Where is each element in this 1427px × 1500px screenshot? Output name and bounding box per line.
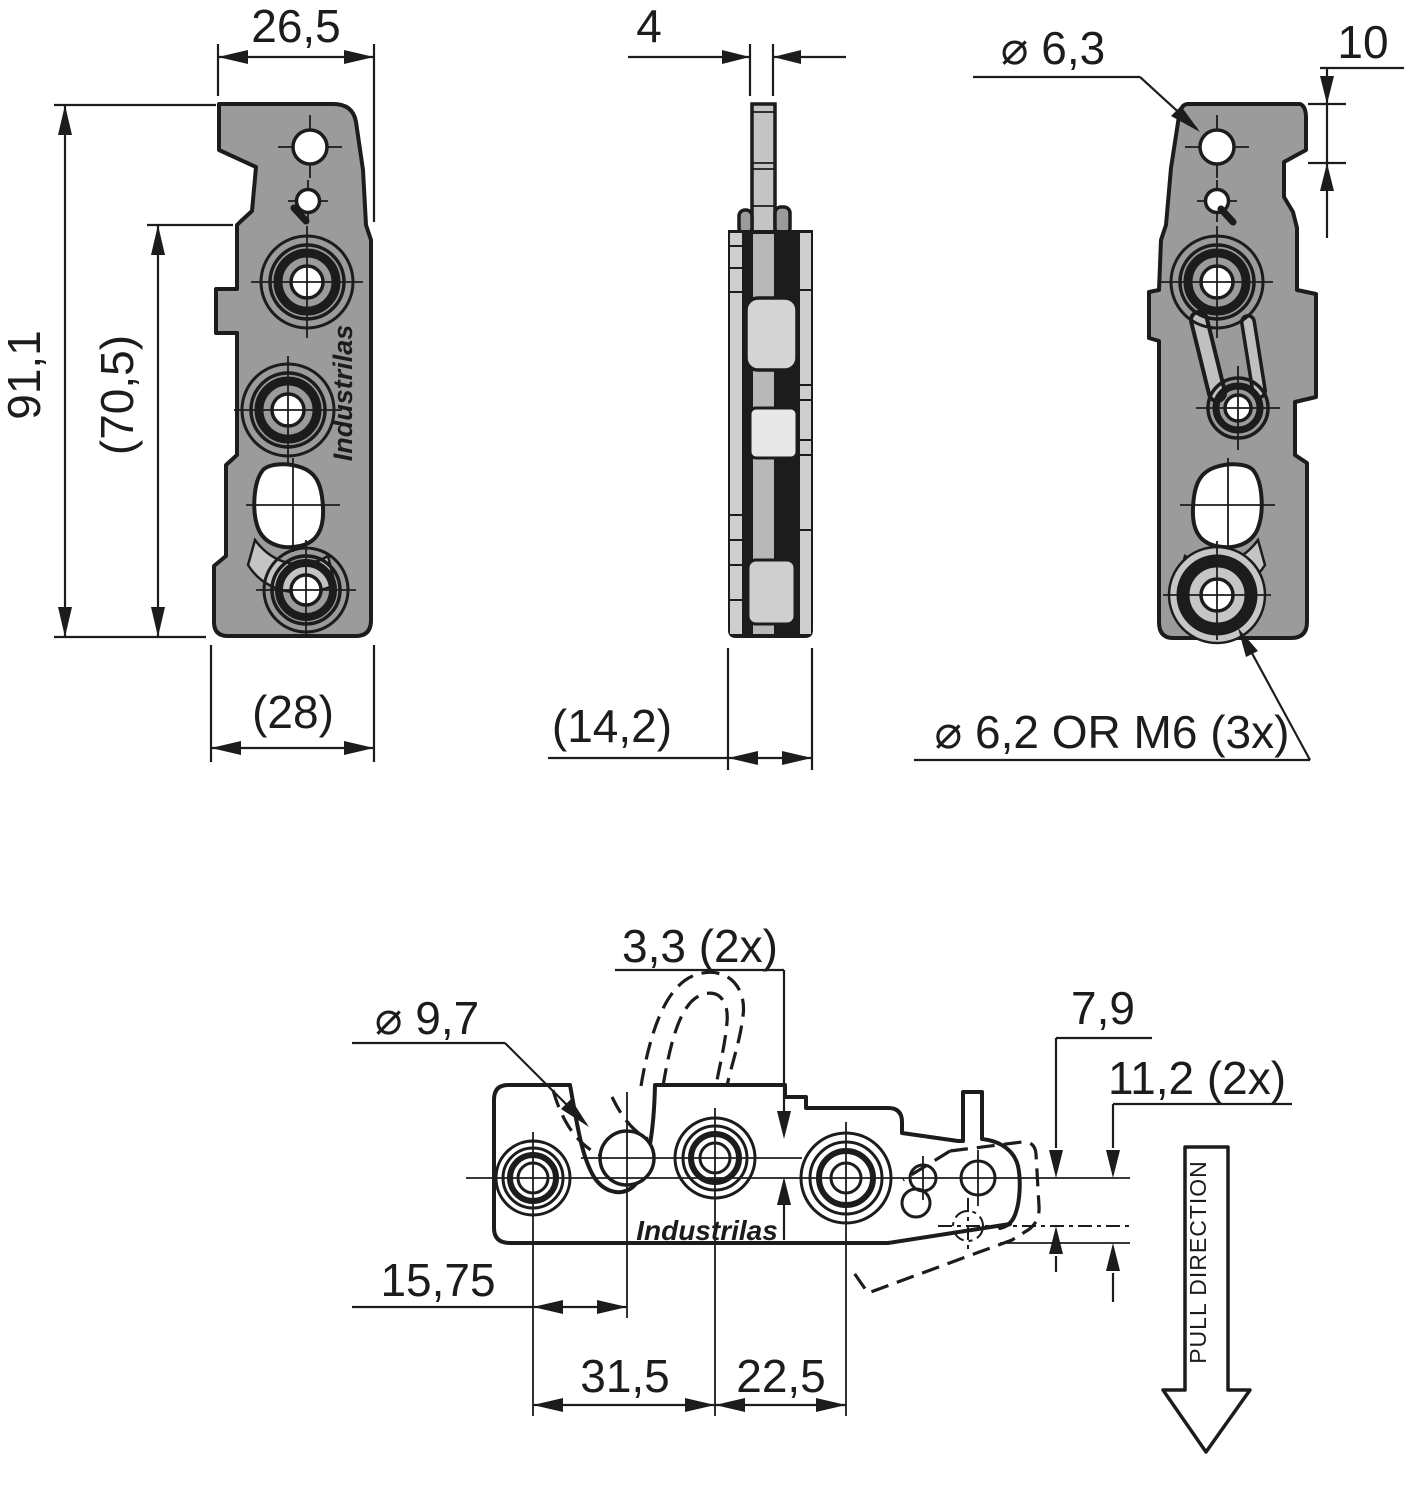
- front-spring-hole: [294, 187, 322, 215]
- dim-front-width-top: 26,5: [216, 0, 376, 222]
- dim-label-side-depth: (14,2): [552, 700, 672, 752]
- front-hook-hole: [291, 128, 329, 166]
- dim-label-top-pitch-b: 31,5: [580, 1350, 670, 1402]
- side-bracket: [748, 406, 799, 460]
- back-spring-pin: [1217, 205, 1237, 226]
- dim-label-front-width-top: 26,5: [251, 0, 341, 52]
- back-view: [1147, 102, 1318, 645]
- back-bushing-top: [1161, 226, 1273, 338]
- dim-front-height-inner: (70,5): [91, 223, 233, 637]
- dim-label-top-keyhole-dia: ⌀ 9,7: [375, 992, 479, 1044]
- front-view: Industrilas: [212, 102, 373, 638]
- dim-back-hook-height: 10: [1308, 16, 1404, 238]
- dim-label-back-mount-holes: ⌀ 6,2 OR M6 (3x): [935, 706, 1290, 758]
- dim-top-pitch-b: 31,5: [533, 1350, 846, 1412]
- side-pawl: [744, 296, 799, 372]
- brand-logo-front: Industrilas: [328, 325, 358, 462]
- front-bushing-top: [251, 226, 363, 338]
- pull-direction-arrow: PULL DIRECTION: [1161, 1145, 1252, 1454]
- side-lower-block: [746, 558, 797, 626]
- pull-direction-shape: [1161, 1145, 1252, 1454]
- dim-label-top-pitch-a: 15,75: [380, 1254, 495, 1306]
- pull-direction-label: PULL DIRECTION: [1185, 1160, 1211, 1364]
- dim-back-hole-dia: ⌀ 6,3: [973, 22, 1200, 132]
- dim-top-pitch-a: 15,75: [352, 1254, 627, 1314]
- dim-label-back-hole-dia: ⌀ 6,3: [1001, 22, 1105, 74]
- dim-front-height: 91,1: [0, 103, 216, 639]
- dim-label-side-blade: 4: [636, 0, 662, 52]
- dim-top-offset-b: 11,2 (2x): [1106, 1052, 1292, 1302]
- dim-top-slot-offset: 3,3 (2x): [615, 920, 791, 1240]
- dim-top-keyhole-dia: ⌀ 9,7: [352, 992, 589, 1127]
- dim-label-back-hook-height: 10: [1337, 16, 1388, 68]
- top-body: [492, 1083, 1022, 1245]
- dim-label-top-offset-b: 11,2 (2x): [1108, 1052, 1286, 1104]
- front-bushing-bottom: [256, 540, 356, 636]
- back-bushing-middle: [1196, 366, 1280, 450]
- dim-side-blade: 4: [628, 0, 846, 96]
- dim-top-pitch-c: 22,5: [715, 1350, 846, 1412]
- dim-label-top-slot-offset: 3,3 (2x): [622, 920, 778, 972]
- top-hole-alt-position: [952, 1210, 984, 1242]
- dim-label-top-offset-a: 7,9: [1071, 982, 1135, 1034]
- brand-logo-top: Industrilas: [636, 1215, 778, 1246]
- dim-label-front-height: 91,1: [0, 330, 50, 420]
- dim-side-depth: (14,2): [548, 648, 814, 770]
- dim-label-front-height-inner: (70,5): [91, 335, 143, 455]
- front-spring-pin: [290, 204, 310, 225]
- top-view: Industrilas: [466, 970, 1130, 1416]
- back-bushing-bottom: [1163, 541, 1271, 645]
- front-bushing-middle: [234, 356, 342, 464]
- dim-back-mount-holes: ⌀ 6,2 OR M6 (3x): [914, 628, 1311, 762]
- dim-label-top-pitch-c: 22,5: [736, 1350, 826, 1402]
- dim-front-width-bottom: (28): [209, 645, 376, 762]
- side-knob-right: [773, 205, 792, 236]
- dim-top-offset-a: 7,9: [1049, 982, 1152, 1272]
- dim-label-front-width-bottom: (28): [252, 686, 334, 738]
- back-hook-hole: [1198, 128, 1236, 166]
- side-view: [728, 102, 813, 638]
